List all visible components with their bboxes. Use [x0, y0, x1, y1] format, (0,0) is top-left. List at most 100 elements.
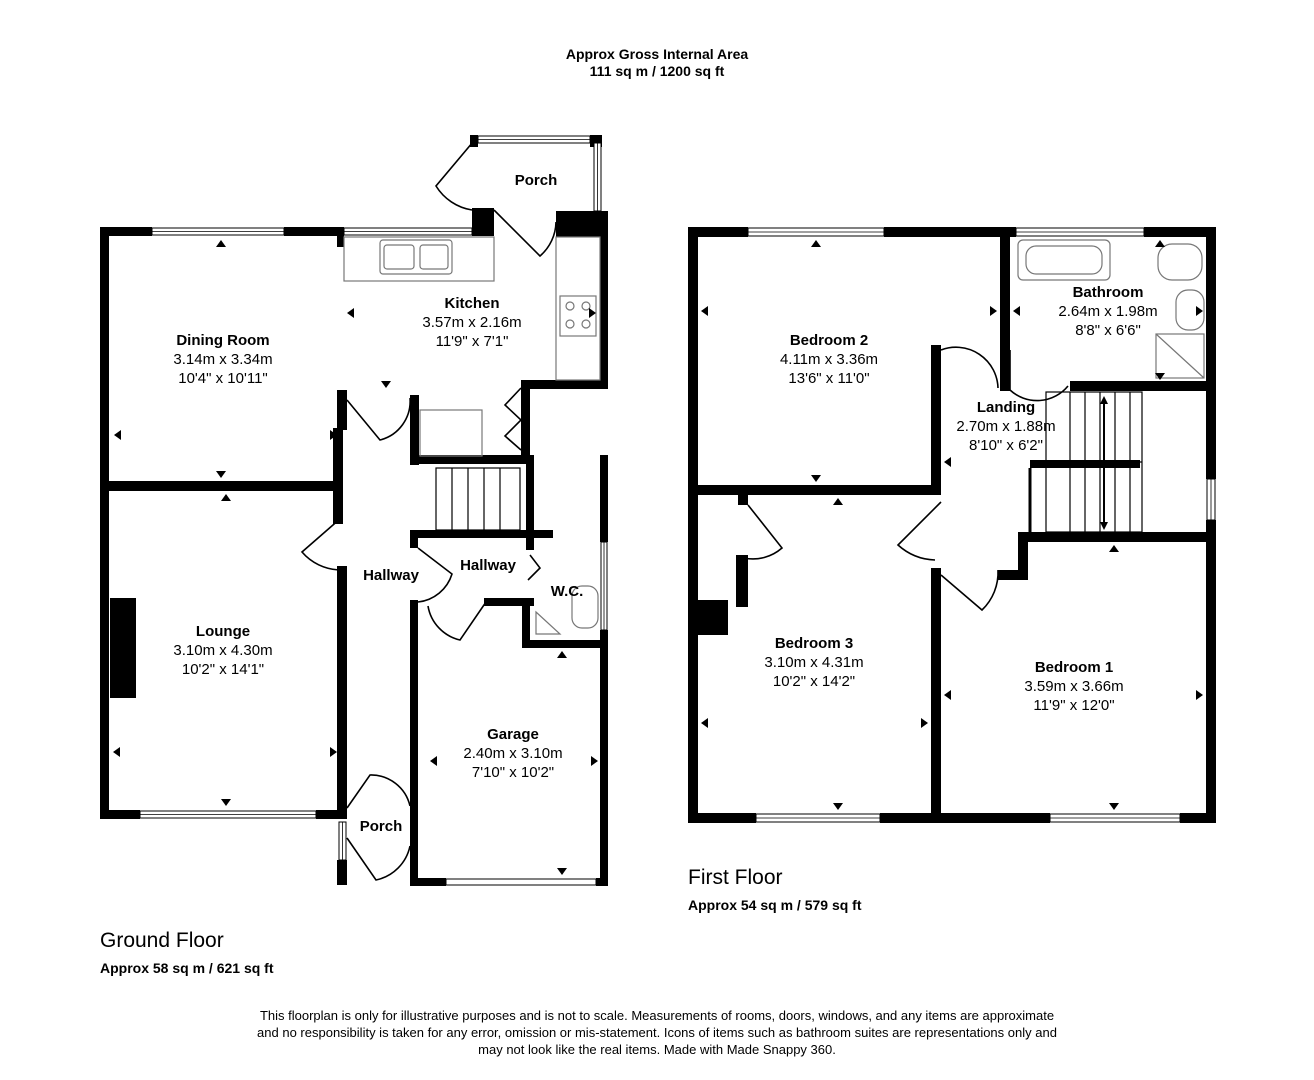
gf-wall-top-c [337, 227, 344, 247]
room-dining-imperial: 10'4" x 10'11" [178, 370, 268, 387]
kitchen-worktop [343, 236, 495, 282]
room-dining-metric: 3.14m x 3.34m [173, 351, 273, 368]
boiler-unit [419, 409, 483, 457]
room-hallway-inner: Hallway [460, 556, 516, 575]
gf-kitchen-pier [472, 208, 494, 236]
ff-wall-b1-step2 [998, 570, 1028, 580]
disclaimer-line-1: This floorplan is only for illustrative … [259, 1008, 1055, 1023]
gf-cupboard-side [521, 380, 530, 457]
room-kitchen-metric: 3.57m x 2.16m [422, 314, 522, 331]
room-landing-imperial: 8'10" x 6'2" [969, 437, 1043, 454]
first-floor-area: Approx 54 sq m / 579 sq ft [688, 897, 862, 913]
door-garage [427, 601, 487, 641]
room-garage-name: Garage [487, 726, 539, 743]
bath-basin [1175, 289, 1205, 331]
first-floor-title: First Floor [688, 866, 783, 889]
ff-stairs [1028, 391, 1143, 533]
door-landing-bed1 [940, 569, 999, 612]
ff-b3-recess [736, 555, 748, 607]
gf-wall-lounge-hall [337, 566, 347, 819]
shower [1155, 333, 1205, 379]
room-bedroom1: Bedroom 1 3.59m x 3.66m 11'9" x 12'0" [1024, 658, 1123, 715]
room-porch-front: Porch [360, 817, 403, 836]
kitchen-side-unit [555, 236, 601, 381]
gf-wall-hall-top [337, 390, 347, 430]
room-lounge-name: Lounge [195, 623, 251, 640]
room-bedroom1-name: Bedroom 1 [1034, 659, 1114, 676]
gf-porch-left [337, 860, 347, 885]
gf-porch-pier [556, 211, 606, 237]
door-kitchen-porch [493, 209, 557, 258]
ff-wall-b2-bottom [698, 485, 941, 495]
ground-floor-title: Ground Floor [100, 929, 224, 952]
gf-wall-left [100, 227, 109, 819]
room-bedroom2-metric: 4.11m x 3.36m [779, 351, 879, 368]
gf-wall-bottom-a [100, 810, 140, 819]
room-lounge-imperial: 10'2" x 14'1" [181, 661, 265, 678]
room-landing-metric: 2.70m x 1.88m [956, 418, 1056, 435]
room-landing: Landing 2.70m x 1.88m 8'10" x 6'2" [956, 398, 1055, 455]
gf-wall-garage-bottom-b [596, 878, 608, 886]
gf-wall-wc-bottom [484, 598, 534, 606]
gf-wall-garage-left [410, 600, 418, 886]
room-bedroom1-imperial: 11'9" x 12'0" [1033, 697, 1115, 714]
door-landing-bed2 [940, 346, 999, 389]
door-dining-hall [346, 397, 411, 441]
door-front-outer [346, 837, 411, 881]
ground-floor-area: Approx 58 sq m / 621 sq ft [100, 960, 274, 976]
room-bathroom-name: Bathroom [1072, 284, 1144, 301]
room-porch-rear: Porch [515, 171, 558, 190]
room-bedroom2-imperial: 13'6" x 11'0" [788, 370, 870, 387]
ff-wall-right-upper [1206, 227, 1216, 479]
bath [1017, 239, 1111, 281]
ff-wall-top-a [688, 227, 748, 237]
disclaimer-line-3: may not look like the real items. Made w… [478, 1042, 836, 1057]
room-garage-metric: 2.40m x 3.10m [463, 745, 563, 762]
room-bathroom-imperial: 8'8" x 6'6" [1075, 322, 1141, 339]
room-garage: Garage 2.40m x 3.10m 7'10" x 10'2" [463, 725, 562, 782]
room-kitchen-imperial: 11'9" x 7'1" [435, 333, 509, 350]
room-bathroom: Bathroom 2.64m x 1.98m 8'8" x 6'6" [1058, 283, 1157, 340]
garage-door [445, 878, 597, 886]
ff-b3-cupboard [698, 600, 728, 635]
room-bedroom2-name: Bedroom 2 [789, 332, 869, 349]
room-bedroom1-metric: 3.59m x 3.66m [1024, 678, 1124, 695]
room-hallway-main-name: Hallway [363, 567, 419, 584]
kitchen-sink [379, 239, 453, 275]
wc-toilet [571, 585, 599, 629]
disclaimer-line-2: and no responsibility is taken for any e… [257, 1025, 1057, 1040]
gf-wall-top-b [284, 227, 342, 236]
ff-wall-b3-right [931, 568, 941, 823]
room-bedroom3-metric: 3.10m x 4.31m [764, 654, 864, 671]
room-bedroom3-name: Bedroom 3 [774, 635, 854, 652]
door-wc [527, 554, 542, 581]
door-porch-rear [435, 135, 479, 211]
room-garage-imperial: 7'10" x 10'2" [471, 764, 555, 781]
room-wc: W.C. [551, 582, 584, 601]
cooker [559, 295, 597, 337]
gf-wall-stairs-bottom [410, 530, 553, 538]
ff-wall-bottom-c [1180, 813, 1216, 823]
room-hallway-main: Hallway [363, 566, 419, 585]
room-dining-name: Dining Room [176, 332, 270, 349]
door-cupboard-bed3 [743, 504, 784, 560]
room-porch-front-name: Porch [359, 818, 403, 835]
door-landing-bath [1009, 350, 1069, 402]
door-landing-bed3 [896, 501, 942, 561]
ff-wall-bottom-b [880, 813, 1050, 823]
gf-cupboard-top [521, 380, 608, 389]
header-area-value: 111 sq m / 1200 sq ft [589, 63, 725, 79]
gf-wall-right-upper [600, 211, 608, 380]
gf-wall-wc-inner [522, 598, 530, 648]
room-porch-rear-name: Porch [514, 172, 558, 189]
gf-wall-garage-bottom-a [410, 878, 446, 886]
room-lounge: Lounge 3.10m x 4.30m 10'2" x 14'1" [173, 622, 272, 679]
gf-wall-stairs-left [410, 395, 419, 465]
ff-wall-b1-top [1018, 532, 1216, 542]
gf-wall-top-a [100, 227, 152, 236]
ff-wall-bath-bottom [1070, 381, 1216, 391]
ff-wall-b1-step [1018, 532, 1028, 580]
room-landing-name: Landing [976, 399, 1036, 416]
room-kitchen-name: Kitchen [444, 295, 500, 312]
